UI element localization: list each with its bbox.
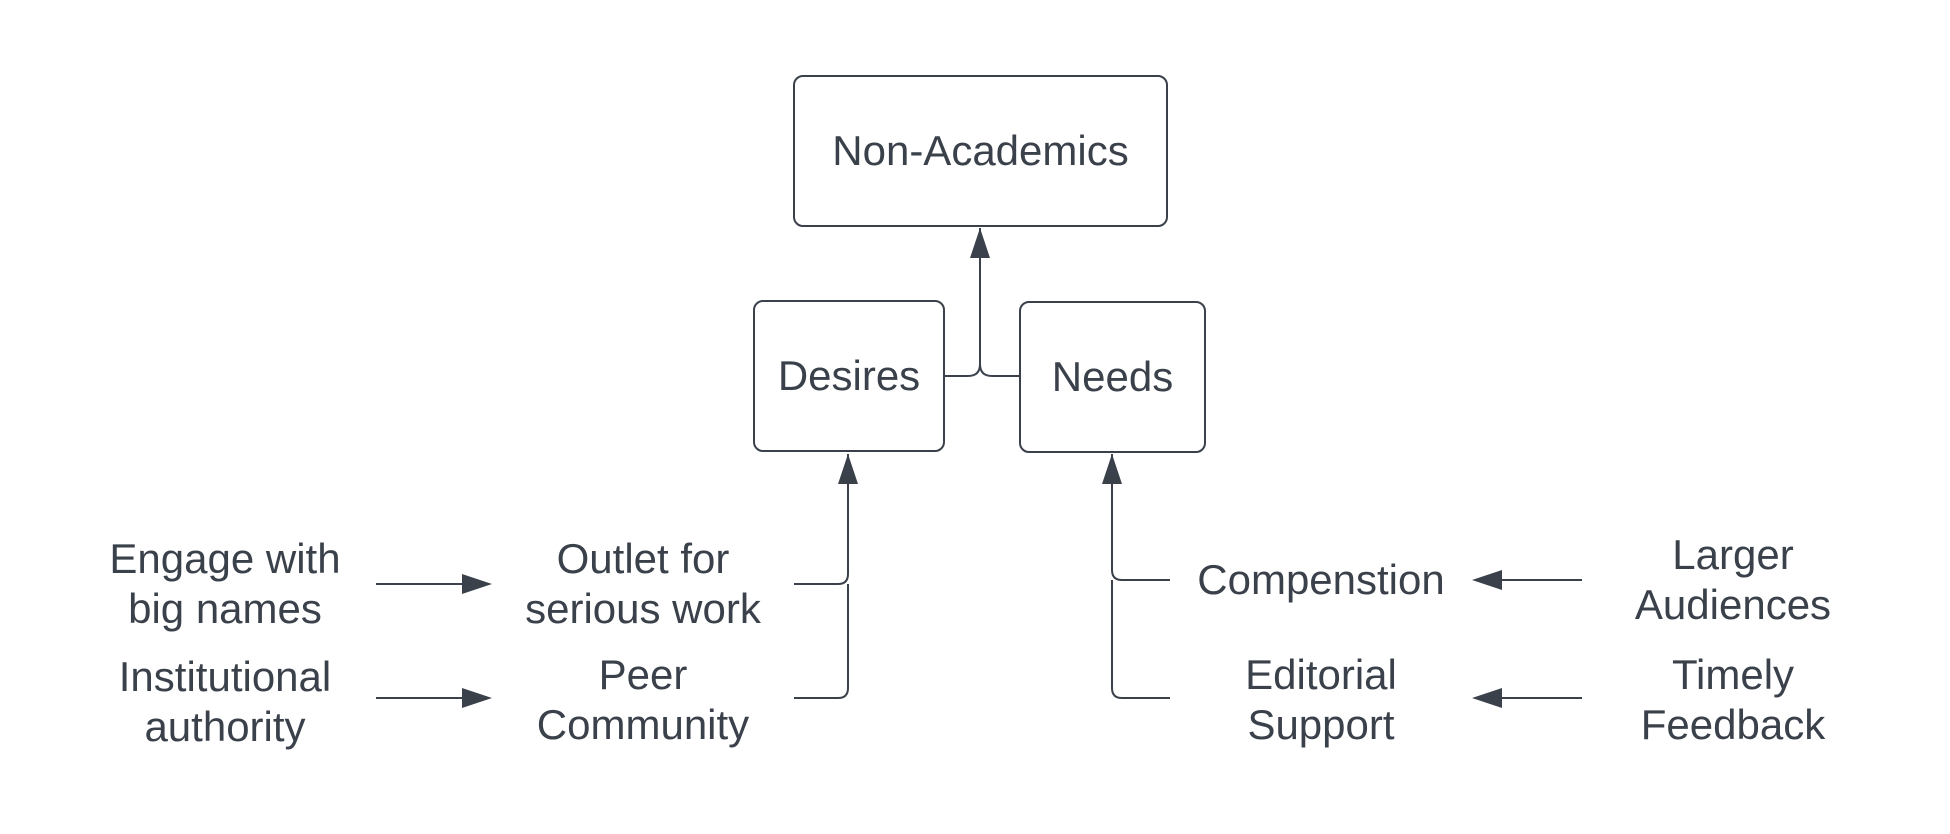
source-timely-line-1: Timely	[1671, 651, 1795, 698]
source-institutional-authority: Institutional authority	[80, 652, 370, 752]
arrowhead-needs	[1102, 454, 1122, 484]
arrowhead-compensation	[1472, 570, 1502, 590]
desire-item-peer-community: Peer Community	[500, 650, 786, 750]
arrowhead-root	[970, 228, 990, 258]
source-larger-line-1: Larger	[1672, 531, 1794, 578]
connector-peer-to-desires	[794, 584, 849, 699]
source-larger-line-2: Audiences	[1634, 581, 1832, 628]
node-non-academics: Non-Academics	[793, 75, 1168, 227]
desire-peer-line-2: Community	[536, 701, 750, 748]
need-compenstion-line-1: Compenstion	[1197, 556, 1445, 603]
arrowhead-outlet	[462, 574, 492, 594]
connector-outlet-to-desires	[794, 454, 849, 585]
need-item-compenstion: Compenstion	[1176, 550, 1466, 610]
desire-peer-line-1: Peer	[598, 651, 688, 698]
arrowhead-editorial	[1472, 688, 1502, 708]
connector-compensation-to-needs	[1111, 454, 1170, 581]
node-non-academics-label: Non-Academics	[832, 126, 1129, 174]
source-institutional-line-1: Institutional	[118, 653, 332, 700]
connector-editorial-to-needs	[1111, 580, 1170, 699]
arrowhead-desires	[838, 454, 858, 484]
node-desires: Desires	[753, 300, 945, 452]
source-timely-line-2: Feedback	[1640, 701, 1826, 748]
arrowhead-peer	[462, 688, 492, 708]
node-desires-label: Desires	[777, 351, 921, 399]
connector-needs-to-root	[979, 363, 1020, 377]
node-needs-label: Needs	[1051, 352, 1174, 400]
source-larger-audiences: Larger Audiences	[1588, 530, 1878, 630]
source-institutional-line-2: authority	[144, 703, 306, 750]
need-item-editorial-support: Editorial Support	[1176, 650, 1466, 750]
desire-outlet-line-2: serious work	[525, 585, 761, 632]
need-editorial-line-1: Editorial	[1245, 651, 1397, 698]
desire-outlet-line-1: Outlet for	[556, 535, 730, 582]
source-engage-line-2: big names	[128, 585, 322, 632]
source-timely-feedback: Timely Feedback	[1588, 650, 1878, 750]
desire-item-outlet-for-serious-work: Outlet for serious work	[500, 534, 786, 634]
source-engage-with-big-names: Engage with big names	[80, 534, 370, 634]
source-engage-line-1: Engage with	[109, 535, 341, 582]
node-needs: Needs	[1019, 301, 1206, 453]
need-editorial-line-2: Support	[1247, 701, 1395, 748]
